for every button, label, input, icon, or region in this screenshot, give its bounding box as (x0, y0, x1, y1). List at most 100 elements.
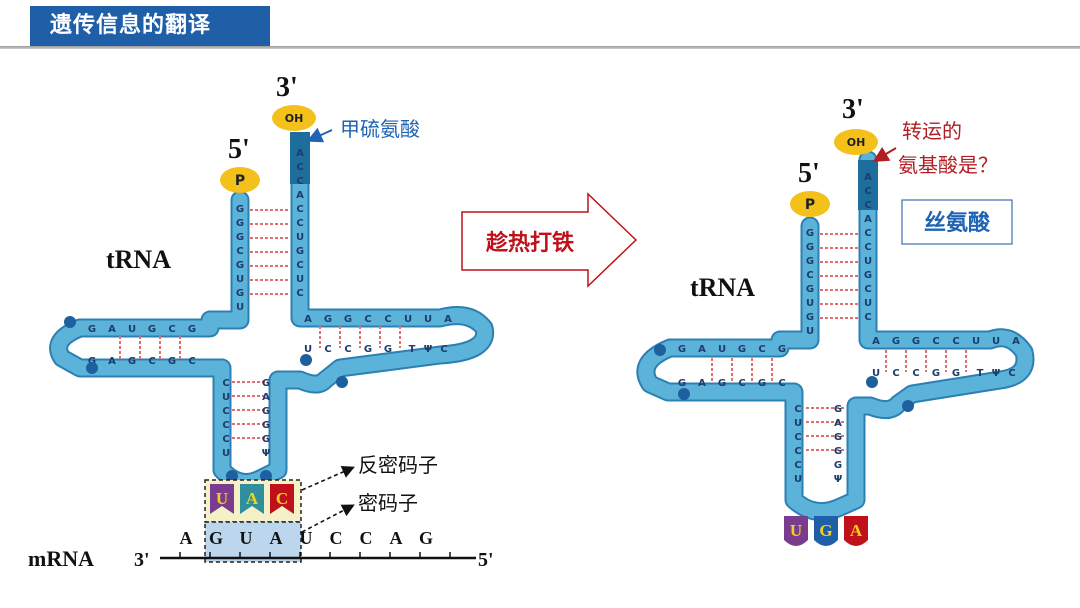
base-letter: U (972, 336, 980, 347)
mrna-base: U (240, 528, 253, 548)
base-letter: C (952, 336, 959, 347)
base-letter: U (236, 274, 244, 285)
base-letter: G (88, 324, 96, 335)
five-prime-right: 5' (798, 158, 820, 189)
base-letter: G (806, 228, 814, 239)
title-divider (0, 46, 1080, 49)
nucleotide-node (866, 376, 878, 388)
base-letter: U (296, 232, 304, 243)
base-letter: U (806, 326, 814, 337)
base-letter: C (794, 460, 801, 471)
base-letter: G (148, 324, 156, 335)
answer-label: 丝氨酸 (924, 210, 991, 236)
codon-label: 密码子 (358, 491, 418, 515)
trna-label-left: tRNA (106, 245, 171, 274)
base-letter: C (384, 314, 391, 325)
base-letter: C (864, 242, 871, 253)
arrow-label: 趁热打铁 (485, 230, 574, 256)
mrna-base: U (300, 528, 313, 548)
base-letter: C (236, 246, 243, 257)
base-letter: G (778, 344, 786, 355)
mrna-base: C (330, 528, 343, 548)
base-letter: U (222, 448, 230, 459)
base-letter: G (806, 312, 814, 323)
base-letter: Ψ (992, 368, 1001, 379)
oh-label-left: OH (285, 112, 304, 125)
base-letter: C (864, 228, 871, 239)
five-prime-left: 5' (228, 134, 250, 165)
base-letter: U (296, 274, 304, 285)
base-letter: G (236, 218, 244, 229)
base-letter: A (864, 214, 872, 225)
base-letter: C (794, 404, 801, 415)
base-letter: G (236, 204, 244, 215)
anticodon-letter: C (276, 489, 288, 508)
oh-cap-right (834, 129, 878, 155)
base-letter: U (864, 256, 872, 267)
cca-segment-right (858, 160, 878, 210)
base-letter: C (148, 356, 155, 367)
anticodon-tag (784, 516, 808, 546)
base-letter: Ψ (424, 344, 433, 355)
base-letter: U (128, 324, 136, 335)
base-letter: G (236, 260, 244, 271)
oh-label-right: OH (847, 136, 866, 149)
base-letter: Ψ (262, 448, 271, 459)
anticodon-letter: U (216, 489, 228, 508)
mrna-five-prime: 5' (478, 549, 494, 571)
base-letter: G (236, 232, 244, 243)
title-banner: 遗传信息的翻译 (30, 6, 270, 46)
base-letter: C (222, 406, 229, 417)
base-letter: C (188, 356, 195, 367)
base-letter: C (324, 344, 331, 355)
base-letter: G (236, 288, 244, 299)
base-letter: U (864, 298, 872, 309)
anticodon-letter: A (246, 489, 259, 508)
base-letter: G (678, 378, 686, 389)
nucleotide-node (300, 354, 312, 366)
base-letter: G (262, 378, 270, 389)
phosphate-cap-left (220, 167, 260, 193)
base-letter: A (1012, 336, 1020, 347)
base-letter: U (424, 314, 432, 325)
base-letter: U (404, 314, 412, 325)
mrna-base: G (419, 528, 433, 548)
base-letter: A (444, 314, 452, 325)
base-letter: G (296, 246, 304, 257)
base-letter: G (718, 378, 726, 389)
question-line2: 氨基酸是？ (898, 153, 998, 177)
p-label-left: P (235, 173, 245, 189)
base-letter: G (912, 336, 920, 347)
base-letter: C (364, 314, 371, 325)
mrna-three-prime: 3' (134, 549, 150, 571)
mrna-ticks (179, 552, 451, 558)
base-letter: A (108, 356, 116, 367)
base-letter: G (168, 356, 176, 367)
mrna-base: C (360, 528, 373, 548)
anticodon-letter: A (850, 521, 863, 540)
base-letter: A (262, 392, 270, 403)
base-letter: U (872, 368, 880, 379)
base-letter: A (864, 172, 872, 183)
base-letter: G (932, 368, 940, 379)
base-letter: G (738, 344, 746, 355)
base-letter: U (794, 418, 802, 429)
nucleotide-node (226, 470, 238, 482)
nucleotide-node (902, 400, 914, 412)
anticodon-letter: G (819, 521, 832, 540)
base-letter: C (344, 344, 351, 355)
base-letter: G (758, 378, 766, 389)
mrna-base: A (180, 528, 193, 548)
base-letter: C (794, 432, 801, 443)
base-letter: Ψ (834, 474, 843, 485)
base-letter: G (262, 406, 270, 417)
codon-box (204, 521, 302, 563)
base-letter: U (222, 392, 230, 403)
p-label-right: P (805, 197, 815, 213)
